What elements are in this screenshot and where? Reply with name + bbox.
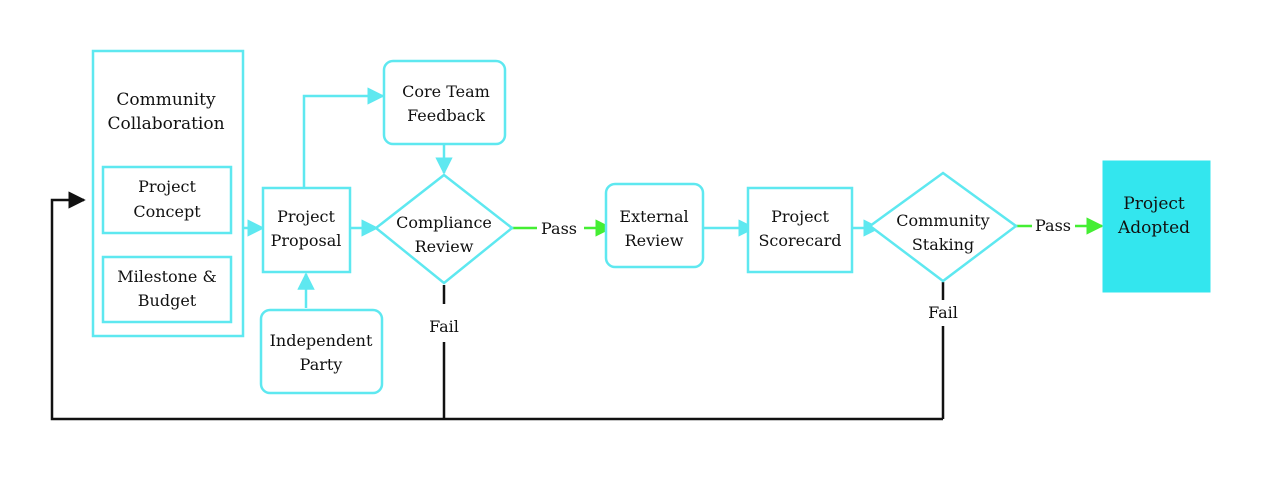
node-community-staking: Community Staking (867, 171, 1019, 283)
independent-party-label-line1: Independent (270, 331, 373, 350)
community-staking-label-line2: Staking (912, 235, 974, 254)
node-project-adopted: Project Adopted (1102, 160, 1211, 293)
node-project-proposal: Project Proposal (261, 186, 352, 274)
compliance-review-label-line2: Review (415, 237, 474, 256)
compliance-review-label-line1: Compliance (396, 213, 492, 232)
community-collaboration-label-line2: Collaboration (107, 114, 224, 134)
community-collaboration-label-line1: Community (116, 90, 216, 110)
project-scorecard-label-line2: Scorecard (758, 231, 841, 250)
external-review-label-line1: External (619, 207, 688, 226)
edge-proposal-to-core-team (302, 87, 385, 188)
milestone-budget-label-line1: Milestone & (117, 267, 216, 286)
project-proposal-label-line1: Project (277, 207, 335, 226)
node-milestone-budget: Milestone & Budget (101, 255, 233, 324)
project-scorecard-label-line1: Project (771, 207, 829, 226)
node-compliance-review: Compliance Review (373, 173, 515, 285)
community-staking-label-line1: Community (896, 211, 989, 230)
external-review-label-line2: Review (625, 231, 684, 250)
node-external-review: External Review (604, 182, 705, 269)
edge-label-staking-fail: Fail (928, 303, 958, 322)
project-adopted-label-line1: Project (1123, 194, 1185, 214)
project-concept-label-line2: Concept (133, 202, 201, 221)
node-independent-party: Independent Party (259, 308, 384, 395)
independent-party-label-line2: Party (300, 355, 343, 374)
edge-label-compliance-pass: Pass (541, 219, 577, 238)
edge-fail-loop-back (50, 191, 943, 421)
project-adopted-label-line2: Adopted (1117, 218, 1190, 238)
milestone-budget-label-line2: Budget (138, 291, 197, 310)
connectors (50, 87, 1104, 421)
node-core-team-feedback: Core Team Feedback (382, 59, 507, 146)
core-team-feedback-label-line2: Feedback (407, 106, 485, 125)
core-team-feedback-label-line1: Core Team (402, 82, 490, 101)
project-concept-label-line1: Project (138, 177, 196, 196)
project-proposal-label-line2: Proposal (271, 231, 342, 250)
edge-label-compliance-fail: Fail (429, 317, 459, 336)
edge-label-staking-pass: Pass (1035, 216, 1071, 235)
node-project-concept: Project Concept (101, 165, 233, 235)
node-project-scorecard: Project Scorecard (746, 186, 854, 274)
